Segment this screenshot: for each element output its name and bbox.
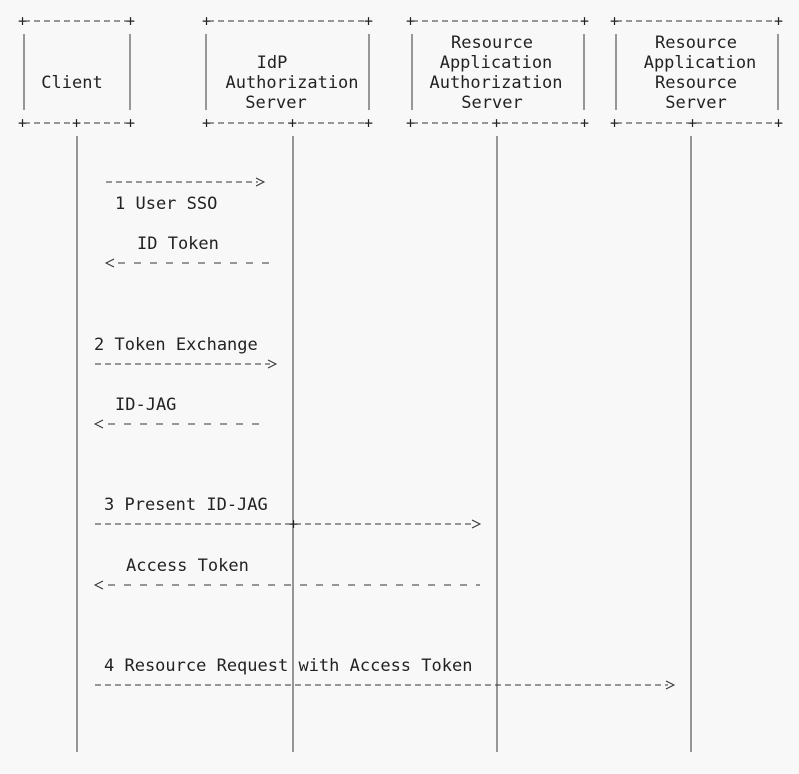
svg-text:+: + [364, 114, 373, 132]
svg-text:+: + [126, 114, 135, 132]
participant-rars-label-1: Application [644, 53, 757, 73]
participant-idp-label-2: Server [245, 93, 306, 113]
participant-raas-label-2: Authorization [429, 73, 562, 93]
svg-text:+: + [18, 114, 27, 132]
message-2-arrow [104, 258, 276, 268]
participant-raas-label-1: Application [440, 53, 553, 73]
svg-text:+: + [610, 12, 619, 30]
participant-rars-box: + + + + + Resource Application Resource … [610, 12, 783, 132]
participant-rars-label-2: Resource [655, 73, 737, 93]
participant-idp-label-0: IdP [257, 53, 288, 73]
svg-text:+: + [406, 12, 415, 30]
participant-client-box: + + + + + Client [18, 12, 135, 132]
message-7-label: 4 Resource Request with Access Token [104, 656, 472, 676]
svg-text:+: + [126, 12, 135, 30]
svg-text:+: + [364, 12, 373, 30]
message-1-label: 1 User SSO [115, 194, 217, 214]
svg-text:+: + [72, 114, 81, 132]
svg-text:+: + [288, 114, 297, 132]
message-6-label: Access Token [126, 556, 249, 576]
participant-raas-label-3: Server [461, 93, 522, 113]
message-5-label: 3 Present ID-JAG [104, 495, 268, 515]
participant-idp-label-1: Authorization [225, 73, 358, 93]
participant-raas-label-0: Resource [451, 33, 533, 53]
message-7-arrow [95, 680, 676, 690]
message-3-arrow [95, 359, 278, 369]
participant-idp-box: + + + + + IdP Authorization Server [202, 12, 373, 132]
svg-text:+: + [610, 114, 619, 132]
participant-client-label-0: Client [41, 73, 102, 93]
message-4-arrow [93, 419, 264, 429]
message-3-label: 2 Token Exchange [94, 335, 258, 355]
svg-text:+: + [774, 12, 783, 30]
svg-text:+: + [202, 114, 211, 132]
svg-text:+: + [202, 12, 211, 30]
svg-text:+: + [289, 515, 298, 533]
message-1-arrow [106, 177, 266, 187]
svg-text:+: + [580, 114, 589, 132]
message-4-label: ID-JAG [115, 395, 176, 415]
svg-text:+: + [18, 12, 27, 30]
message-6-arrow [93, 580, 480, 590]
svg-text:+: + [406, 114, 415, 132]
message-5-arrow: + [95, 515, 482, 533]
svg-text:+: + [688, 114, 697, 132]
svg-text:+: + [580, 12, 589, 30]
participant-rars-label-3: Server [665, 93, 726, 113]
svg-text:+: + [774, 114, 783, 132]
svg-text:+: + [492, 114, 501, 132]
participant-raas-box: + + + + + Resource Application Authoriza… [406, 12, 589, 132]
participant-rars-label-0: Resource [655, 33, 737, 53]
message-2-label: ID Token [137, 234, 219, 254]
